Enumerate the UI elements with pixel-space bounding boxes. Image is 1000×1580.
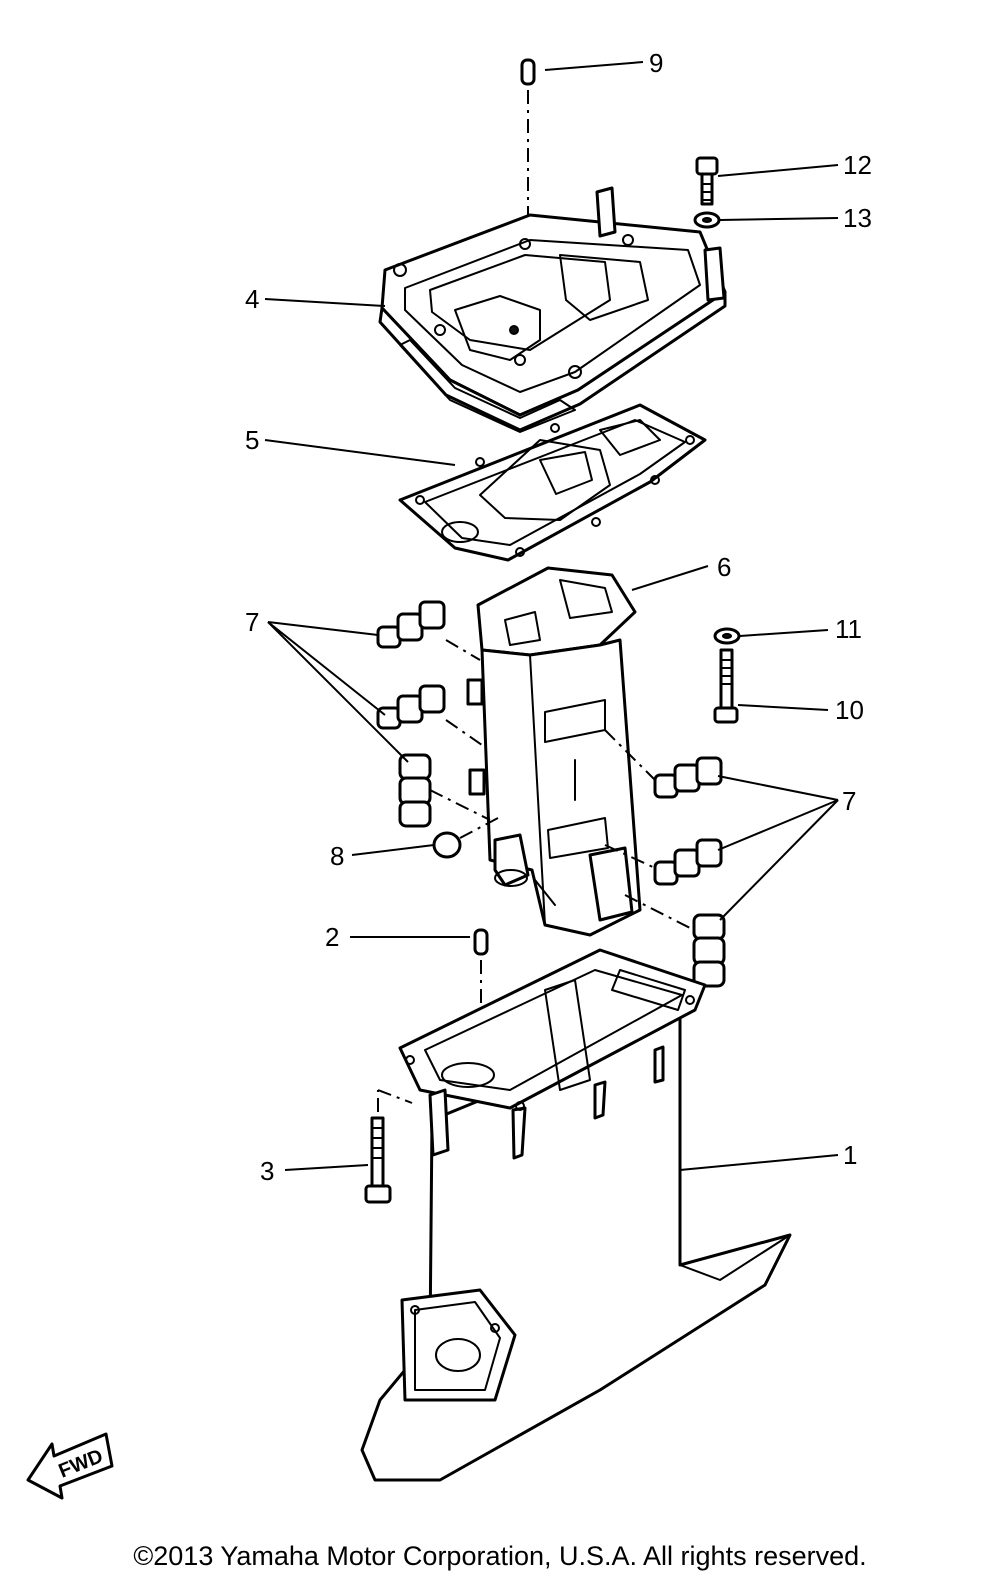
callout-3: 3 xyxy=(260,1156,274,1186)
fwd-direction-marker: FWD xyxy=(26,1432,114,1500)
callout-10: 10 xyxy=(835,695,864,725)
leader-lines xyxy=(264,61,839,1171)
part-12-bolt xyxy=(695,156,719,206)
copyright-notice: ©2013 Yamaha Motor Corporation, U.S.A. A… xyxy=(133,1541,867,1571)
callout-1: 1 xyxy=(843,1140,857,1170)
callout-9: 9 xyxy=(649,48,663,78)
part-10-bolt xyxy=(713,648,739,724)
callout-2: 2 xyxy=(325,922,339,952)
part-9-dowel-pin xyxy=(520,58,536,240)
callout-5: 5 xyxy=(245,425,259,455)
part-1-upper-casing xyxy=(360,948,792,1482)
callout-labels: 9 12 13 4 5 6 7 11 10 7 8 2 3 1 xyxy=(245,48,872,1186)
part-11-washer xyxy=(713,627,741,645)
part-3-bolt xyxy=(364,1089,413,1204)
callout-6: 6 xyxy=(717,552,731,582)
part-13-washer xyxy=(693,211,721,229)
callout-13: 13 xyxy=(843,203,872,233)
callout-7-left: 7 xyxy=(245,607,259,637)
part-5-gasket xyxy=(398,403,707,562)
part-6-exhaust-manifold xyxy=(466,566,642,937)
diagram-canvas: 9 12 13 4 5 6 7 11 10 7 8 2 3 1 FWD xyxy=(26,48,872,1500)
callout-7-right: 7 xyxy=(842,786,856,816)
part-7-rubber-mounts-right xyxy=(604,729,726,988)
callout-12: 12 xyxy=(843,150,872,180)
callout-4: 4 xyxy=(245,284,259,314)
callout-8: 8 xyxy=(330,841,344,871)
part-7-rubber-mounts-left xyxy=(376,600,491,828)
part-4-upper-casing xyxy=(378,186,727,433)
callout-11: 11 xyxy=(835,614,862,644)
